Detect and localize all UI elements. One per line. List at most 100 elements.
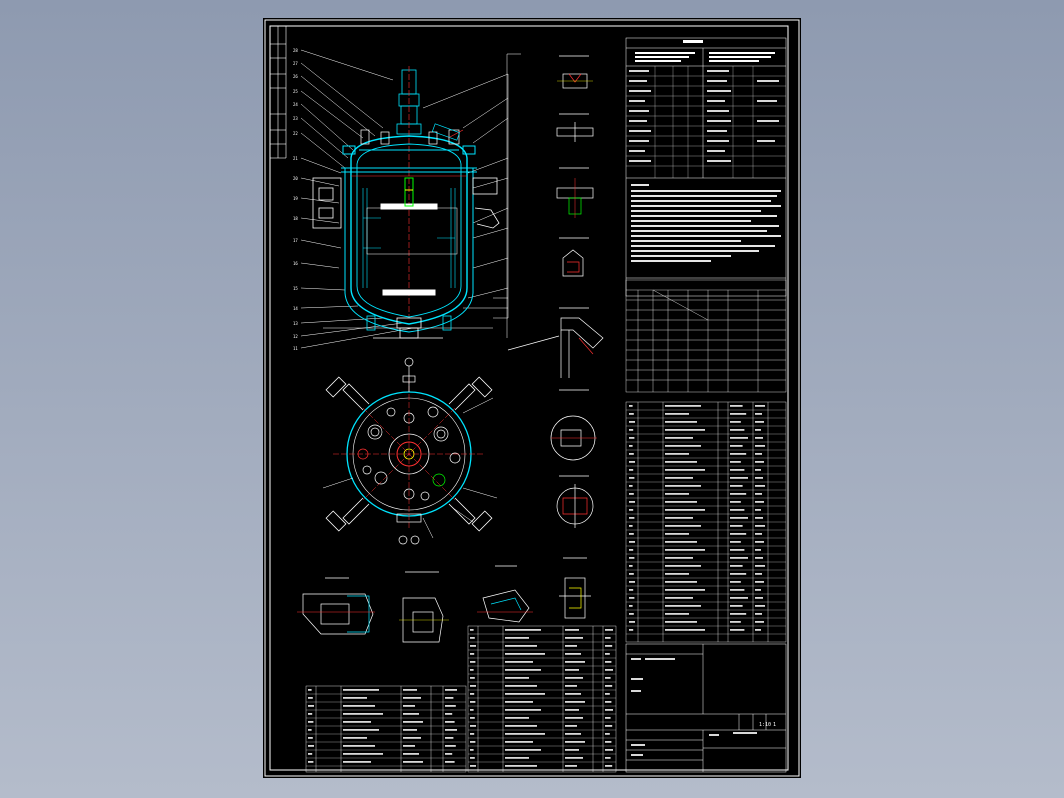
table-cell-text-placeholder xyxy=(505,733,545,735)
table-cell-text-placeholder xyxy=(629,477,635,479)
svg-text:25: 25 xyxy=(293,89,298,94)
table-cell-text-placeholder xyxy=(605,717,611,719)
table-cell-text-placeholder xyxy=(565,629,579,631)
spec-text-blocks xyxy=(635,40,775,62)
table-cell-text-placeholder xyxy=(629,461,635,463)
agitator-impeller xyxy=(351,175,467,296)
table-cell-text-placeholder xyxy=(343,689,379,691)
table-cell-text-placeholder xyxy=(343,761,371,763)
table-cell-text-placeholder xyxy=(605,637,611,639)
support-lugs xyxy=(312,177,500,229)
table-cell-text-placeholder xyxy=(505,701,533,703)
table-cell-text-placeholder xyxy=(629,573,634,575)
table-cell-text-placeholder xyxy=(730,597,748,599)
table-cell-text-placeholder xyxy=(665,461,697,463)
table-cell-text-placeholder xyxy=(470,669,474,671)
table-cell-text-placeholder xyxy=(755,437,763,439)
svg-text:20: 20 xyxy=(293,176,298,181)
table-cell-text-placeholder xyxy=(730,573,747,575)
table-cell-text-placeholder xyxy=(665,477,693,479)
table-cell-text-placeholder xyxy=(755,565,765,567)
table-cell-text-placeholder xyxy=(665,405,701,407)
table-cell-text-placeholder xyxy=(505,677,529,679)
table-cell-text-placeholder xyxy=(470,749,474,751)
table-cell-text-placeholder xyxy=(605,693,610,695)
table-cell-text-placeholder xyxy=(755,453,762,455)
table-cell-text-placeholder xyxy=(403,737,421,739)
spec-table-rows xyxy=(626,66,786,178)
table-cell-text-placeholder xyxy=(605,677,611,679)
right-callout-leaders xyxy=(422,53,521,338)
table-cell-text-placeholder xyxy=(505,765,537,767)
table-cell-text-placeholder xyxy=(629,589,634,591)
table-cell-text-placeholder xyxy=(470,685,476,687)
table-cell-text-placeholder xyxy=(755,621,764,623)
table-cell-text-placeholder xyxy=(565,677,583,679)
table-cell-text-placeholder xyxy=(505,669,541,671)
sheet-inner-frame xyxy=(269,25,789,771)
plan-external-nozzles xyxy=(396,357,422,545)
table-cell-text-placeholder xyxy=(665,621,697,623)
svg-text:11: 11 xyxy=(293,346,298,351)
table-cell-text-placeholder xyxy=(665,549,705,551)
table-cell-text-placeholder xyxy=(755,421,764,423)
table-cell-text-placeholder xyxy=(505,725,537,727)
table-cell-text-placeholder xyxy=(665,501,697,503)
table-cell-text-placeholder xyxy=(730,509,745,511)
table-cell-text-placeholder xyxy=(470,717,475,719)
plan-leaders xyxy=(322,397,498,539)
table-cell-text-placeholder xyxy=(445,705,456,707)
table-cell-text-placeholder xyxy=(470,757,475,759)
svg-text:22: 22 xyxy=(293,131,298,136)
table-cell-text-placeholder xyxy=(403,745,415,747)
table-cell-text-placeholder xyxy=(403,729,417,731)
table-cell-text-placeholder xyxy=(605,645,613,647)
table-cell-text-placeholder xyxy=(755,509,761,511)
table-cell-text-placeholder xyxy=(505,645,537,647)
table-cell-text-placeholder xyxy=(403,705,415,707)
table-cell-text-placeholder xyxy=(665,413,689,415)
table-cell-text-placeholder xyxy=(755,613,762,615)
table-cell-text-placeholder xyxy=(308,745,314,747)
detail-views xyxy=(507,55,604,619)
table-cell-text-placeholder xyxy=(308,697,313,699)
table-cell-text-placeholder xyxy=(665,597,693,599)
svg-text:27: 27 xyxy=(293,61,298,66)
table-cell-text-placeholder xyxy=(403,761,423,763)
table-cell-text-placeholder xyxy=(565,725,577,727)
table-cell-text-placeholder xyxy=(308,713,313,715)
table-cell-text-placeholder xyxy=(565,637,583,639)
table-cell-text-placeholder xyxy=(755,461,764,463)
plan-view xyxy=(322,357,498,545)
title-block xyxy=(625,643,787,773)
table-cell-text-placeholder xyxy=(565,717,583,719)
svg-text:17: 17 xyxy=(293,238,298,243)
table-cell-text-placeholder xyxy=(629,517,635,519)
table-cell-text-placeholder xyxy=(445,737,454,739)
svg-text:24: 24 xyxy=(293,102,298,107)
table-cell-text-placeholder xyxy=(470,733,475,735)
table-cell-text-placeholder xyxy=(565,749,579,751)
svg-text:13: 13 xyxy=(293,321,298,326)
table-cell-text-placeholder xyxy=(665,517,693,519)
table-cell-text-placeholder xyxy=(605,757,611,759)
table-cell-text-placeholder xyxy=(755,477,763,479)
table-cell-text-placeholder xyxy=(470,677,475,679)
table-cell-text-placeholder xyxy=(505,717,529,719)
parts-list-right-cells xyxy=(629,405,765,631)
table-cell-text-placeholder xyxy=(565,693,581,695)
table-cell-text-placeholder xyxy=(565,645,577,647)
table-cell-text-placeholder xyxy=(730,517,748,519)
left-callout-leaders xyxy=(300,49,414,349)
table-cell-text-placeholder xyxy=(629,629,634,631)
parts-list-bottom xyxy=(305,625,617,773)
table-cell-text-placeholder xyxy=(403,713,419,715)
table-cell-text-placeholder xyxy=(505,685,537,687)
table-cell-text-placeholder xyxy=(629,493,634,495)
table-cell-text-placeholder xyxy=(470,701,476,703)
